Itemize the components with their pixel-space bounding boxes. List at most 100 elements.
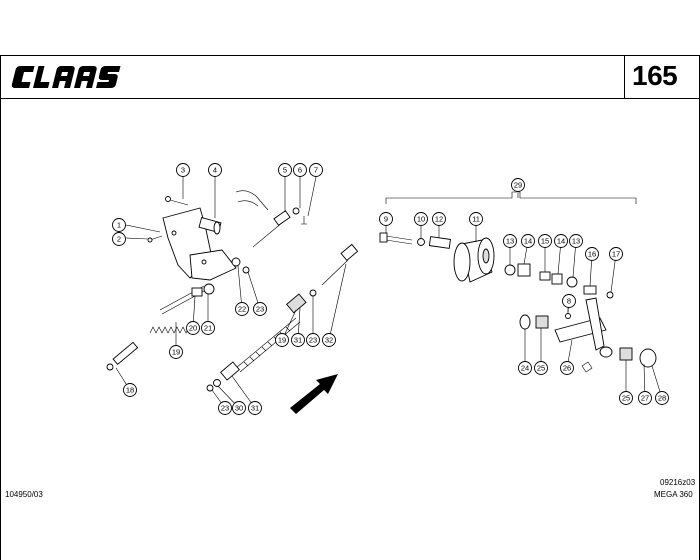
bushing-12 <box>428 236 451 249</box>
svg-text:19: 19 <box>172 348 180 357</box>
machine-model: MEGA 360 <box>654 490 693 499</box>
callout-7: 7 <box>309 163 323 177</box>
svg-text:26: 26 <box>563 364 571 373</box>
callout-8: 8 <box>562 294 576 308</box>
svg-text:10: 10 <box>417 215 425 224</box>
callout-20: 20 <box>186 321 200 335</box>
svg-text:25: 25 <box>622 394 630 403</box>
nut-part <box>191 283 215 297</box>
roller-part <box>453 237 495 283</box>
washer-part <box>231 257 241 267</box>
small-bolt-part <box>147 235 163 243</box>
callout-21: 21 <box>201 321 215 335</box>
bearing-14b <box>551 273 563 285</box>
washer-lower-2 <box>213 379 221 387</box>
svg-text:21: 21 <box>204 324 212 333</box>
svg-text:8: 8 <box>567 297 571 306</box>
svg-text:16: 16 <box>588 250 596 259</box>
direction-arrow <box>290 374 338 414</box>
group-bracket <box>385 191 637 204</box>
bolt-part <box>165 196 189 206</box>
callout-32: 32 <box>322 333 336 347</box>
svg-text:28: 28 <box>658 394 666 403</box>
svg-text:27: 27 <box>641 394 649 403</box>
callout-11: 11 <box>469 212 483 226</box>
callout-25a: 25 <box>534 361 548 375</box>
callout-29: 29 <box>511 178 525 192</box>
callout-22: 22 <box>235 302 249 316</box>
callout-3: 3 <box>176 163 190 177</box>
callout-16: 16 <box>585 247 599 261</box>
callout-23a: 23 <box>253 302 267 316</box>
sleeve-part <box>286 293 307 314</box>
callout-15: 15 <box>538 234 552 248</box>
document-number: 104950/03 <box>5 490 43 499</box>
svg-text:4: 4 <box>213 166 217 175</box>
rod-part <box>235 190 307 248</box>
callout-5: 5 <box>278 163 292 177</box>
header-column-divider <box>624 55 625 98</box>
svg-text:29: 29 <box>514 181 522 190</box>
svg-text:25: 25 <box>537 364 545 373</box>
svg-text:6: 6 <box>298 166 302 175</box>
page-number: 165 <box>632 60 678 91</box>
svg-text:17: 17 <box>612 250 620 259</box>
svg-text:13: 13 <box>572 237 580 246</box>
callout-10: 10 <box>414 212 428 226</box>
svg-text:19: 19 <box>278 336 286 345</box>
lever-arm-part <box>554 297 613 373</box>
claas-logo <box>11 66 121 88</box>
callout-14b: 14 <box>554 234 568 248</box>
callout-17: 17 <box>609 247 623 261</box>
callout-26: 26 <box>560 361 574 375</box>
callout-23b: 23 <box>306 333 320 347</box>
frame-top-border <box>0 55 700 56</box>
washer-lower <box>206 384 214 392</box>
callout-4: 4 <box>208 163 222 177</box>
svg-text:30: 30 <box>235 404 243 413</box>
bushing-25b <box>619 347 633 361</box>
callout-9: 9 <box>379 212 393 226</box>
rod-end-part <box>321 243 359 286</box>
svg-text:3: 3 <box>181 166 185 175</box>
long-bolt-part <box>379 232 413 245</box>
svg-text:23: 23 <box>256 305 264 314</box>
callout-19a: 19 <box>169 345 183 359</box>
svg-text:15: 15 <box>541 237 549 246</box>
callout-23c: 23 <box>218 401 232 415</box>
shaft-part <box>198 217 222 235</box>
callout-25b: 25 <box>619 391 633 405</box>
svg-text:12: 12 <box>435 215 443 224</box>
callout-1: 1 <box>112 218 126 232</box>
callout-27: 27 <box>638 391 652 405</box>
header-divider <box>0 98 700 99</box>
callout-2: 2 <box>112 232 126 246</box>
ring-13b <box>566 276 578 288</box>
callout-24: 24 <box>518 361 532 375</box>
ring-13 <box>504 264 516 276</box>
callout-31a: 31 <box>291 333 305 347</box>
svg-text:2: 2 <box>117 235 121 244</box>
callout-6: 6 <box>293 163 307 177</box>
svg-text:22: 22 <box>238 305 246 314</box>
callout-13b: 13 <box>569 234 583 248</box>
nut-small <box>309 289 317 297</box>
bearing-14 <box>517 263 531 277</box>
svg-text:31: 31 <box>294 336 302 345</box>
callout-18: 18 <box>123 383 137 397</box>
callout-30: 30 <box>232 401 246 415</box>
callout-12: 12 <box>432 212 446 226</box>
callout-28: 28 <box>655 391 669 405</box>
svg-text:14: 14 <box>557 237 565 246</box>
washer-part-small <box>242 266 250 274</box>
ring-24 <box>519 314 531 330</box>
svg-text:5: 5 <box>283 166 287 175</box>
svg-text:31: 31 <box>251 404 259 413</box>
svg-text:23: 23 <box>309 336 317 345</box>
nut-17 <box>606 291 614 299</box>
bushing-16 <box>583 285 597 295</box>
exploded-parts-diagram: 1 2 3 4 5 6 7 8 9 10 11 12 13 13 14 14 1… <box>106 163 669 415</box>
bushing-25 <box>535 315 549 329</box>
svg-text:1: 1 <box>117 221 121 230</box>
pin-part <box>106 341 139 371</box>
